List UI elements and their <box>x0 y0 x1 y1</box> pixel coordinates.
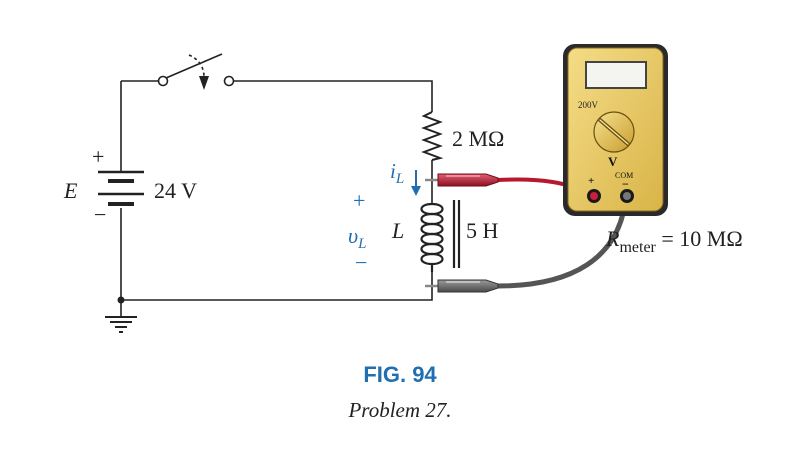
current-arrow <box>411 170 421 196</box>
inductor-symbol-label: L <box>391 218 404 243</box>
figure-title: FIG. 94 <box>363 362 437 387</box>
battery-minus-label: − <box>94 202 106 227</box>
multimeter <box>563 44 668 216</box>
negative-test-clip <box>425 279 499 293</box>
figure-subtitle: Problem 27. <box>348 398 452 422</box>
resistor-symbol <box>421 111 444 161</box>
inductor-symbol <box>420 200 461 272</box>
source-symbol-label: E <box>63 178 78 203</box>
voltage-minus-label: − <box>355 250 367 275</box>
meter-plus-label: + <box>588 175 594 187</box>
battery-symbol <box>98 170 144 206</box>
inductor-value-label: 5 H <box>466 218 499 243</box>
voltage-plus-label: + <box>353 188 365 213</box>
meter-range-label: 200V <box>578 100 599 110</box>
ground-symbol <box>105 296 137 333</box>
battery-plus-label: + <box>92 144 104 169</box>
voltage-label: υL <box>348 223 366 252</box>
resistor-value-label: 2 MΩ <box>452 126 504 151</box>
meter-unit-label: V <box>608 154 618 169</box>
meter-com-label: COM <box>615 171 633 180</box>
meter-resistance-label: Rmeter = 10 MΩ <box>605 226 743 256</box>
switch <box>157 53 235 90</box>
meter-minus-label: − <box>622 177 629 191</box>
negative-lead-cable <box>497 195 629 289</box>
positive-test-clip <box>425 173 499 187</box>
source-voltage-label: 24 V <box>154 178 197 203</box>
current-label: iL <box>390 159 404 187</box>
meter-display <box>585 61 647 89</box>
